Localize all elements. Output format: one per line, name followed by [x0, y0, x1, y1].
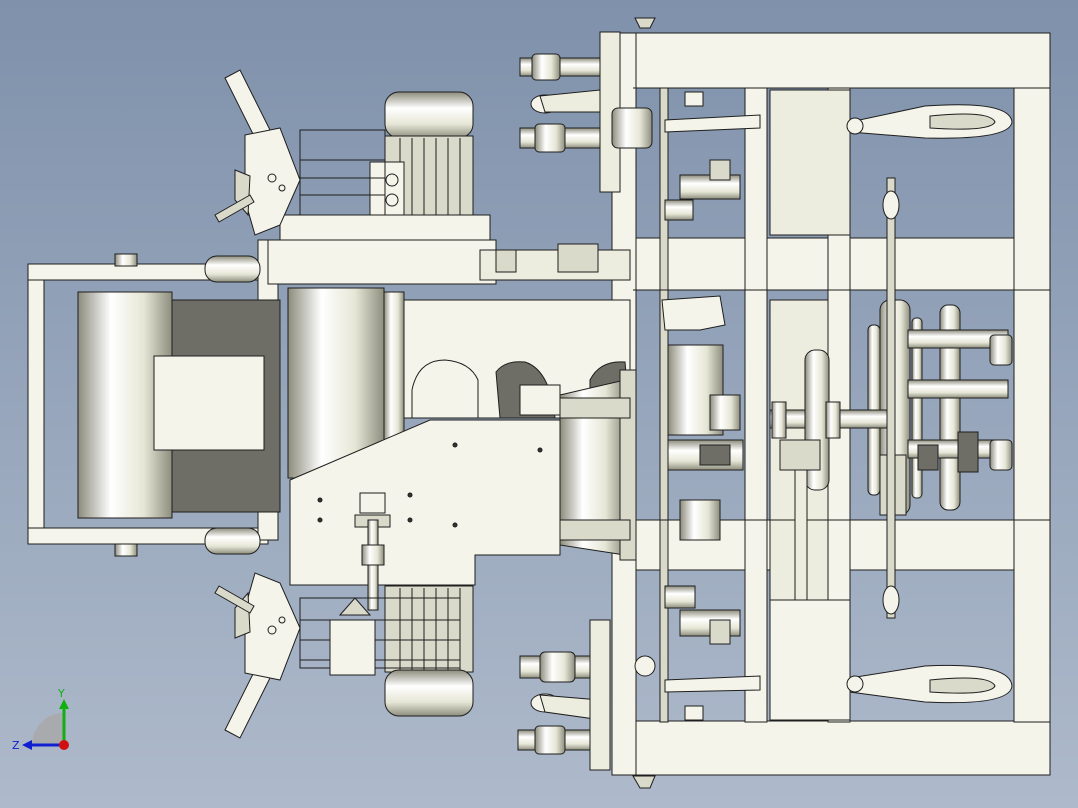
coordinate-triad: Y Z	[12, 687, 69, 752]
y-axis-label: Y	[57, 687, 65, 700]
lower-motor[interactable]	[299, 585, 474, 717]
bottom-curved-arm[interactable]	[664, 664, 1013, 704]
upper-motor[interactable]	[279, 91, 491, 241]
mid-gearbox[interactable]	[661, 295, 821, 601]
lower-linkage[interactable]	[517, 585, 741, 789]
left-roller-assembly[interactable]	[77, 287, 405, 519]
upper-linkage[interactable]	[519, 17, 741, 221]
triad-quadrant	[32, 713, 64, 745]
y-axis-arrowhead	[59, 699, 69, 709]
x-axis-dot	[59, 740, 69, 750]
z-axis-label: Z	[12, 739, 20, 752]
side-plate[interactable]	[289, 419, 561, 611]
upper-clamp-arm[interactable]	[214, 69, 301, 236]
top-curved-arm[interactable]	[664, 104, 1013, 139]
lower-clamp-arm[interactable]	[214, 572, 301, 739]
hopper-cone[interactable]	[559, 369, 637, 561]
z-axis-arrowhead	[22, 740, 32, 750]
vertical-shaft[interactable]	[882, 177, 900, 619]
